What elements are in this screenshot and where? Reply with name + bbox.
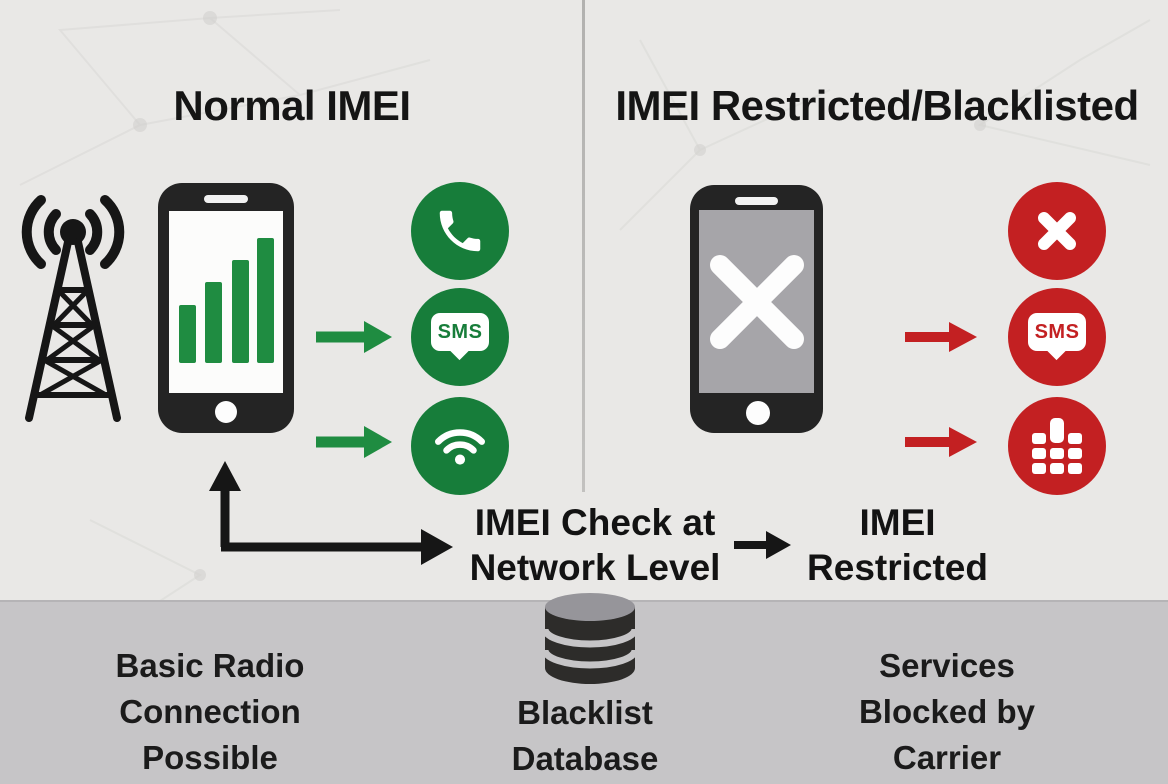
imei-check-label: IMEI Check at Network Level [469, 502, 721, 588]
database-icon [537, 589, 643, 689]
phone-screen-blocked [699, 210, 814, 393]
phone-home-button [746, 401, 770, 425]
call-icon [439, 210, 481, 252]
sms-icon: SMS [1028, 313, 1086, 361]
green-arrow-to-wifi [316, 426, 392, 458]
phone-speaker [204, 195, 248, 203]
imei-check-elbow-arrow [209, 461, 453, 565]
call-blocked-badge [1008, 182, 1106, 280]
right-panel-title: IMEI Restricted/Blacklisted [615, 82, 1139, 129]
signal-bars-icon [179, 238, 274, 363]
blocked-x-icon [1038, 212, 1076, 250]
sms-blocked-badge: SMS [1008, 288, 1106, 386]
signal-blocked-badge [1008, 397, 1106, 495]
green-arrow-to-sms [316, 321, 392, 353]
imei-restricted-label: IMEI Restricted [807, 502, 988, 588]
basic-radio-caption: Basic Radio Connection Possible [115, 647, 305, 776]
call-allowed-badge [411, 182, 509, 280]
blacklist-database-caption: Blacklist Database [511, 694, 659, 777]
left-panel-title: Normal IMEI [173, 82, 411, 129]
wifi-allowed-badge [411, 397, 509, 495]
sms-allowed-badge: SMS [411, 288, 509, 386]
red-arrow-to-signal [905, 427, 977, 457]
sms-label: SMS [1034, 320, 1080, 343]
wifi-icon [434, 429, 486, 465]
no-signal-bars-icon [1032, 418, 1082, 474]
blocked-x-icon [709, 254, 804, 349]
restricted-arrow [734, 531, 791, 559]
normal-phone-icon [158, 183, 294, 433]
sms-icon: SMS [431, 313, 489, 361]
red-arrow-to-sms [905, 322, 977, 352]
phone-screen-signal [169, 211, 283, 393]
panel-divider [582, 0, 585, 492]
blocked-phone-icon [690, 185, 823, 433]
phone-home-button [215, 401, 237, 423]
sms-label: SMS [437, 320, 483, 343]
cell-tower-icon [16, 190, 131, 428]
services-blocked-caption: Services Blocked by Carrier [858, 647, 1036, 776]
phone-speaker [735, 197, 778, 205]
